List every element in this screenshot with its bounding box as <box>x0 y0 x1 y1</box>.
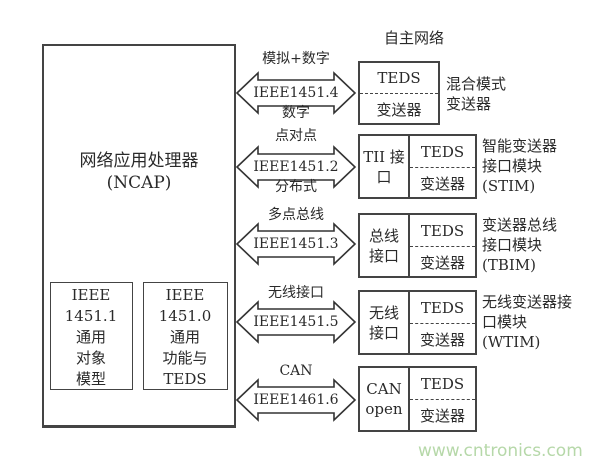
transducer-cell: 变送器 <box>376 101 422 119</box>
teds-cell: TEDS <box>377 69 421 87</box>
module-line: IEEE <box>165 286 205 304</box>
divider <box>408 215 410 276</box>
transducer-cell: 变送器 <box>419 407 465 425</box>
transducer-cell: 变送器 <box>419 254 465 272</box>
link-top-label: 无线接口 <box>268 285 324 301</box>
module-line: IEEE <box>71 286 111 304</box>
divider <box>408 136 410 197</box>
module-line: 对象 <box>75 349 106 367</box>
divider <box>408 368 410 430</box>
link-top-label: 点对点 <box>275 128 317 144</box>
ncap-subtitle: (NCAP) <box>106 173 172 193</box>
link-standard: IEEE1451.2 <box>253 159 339 175</box>
transducer-cell: 变送器 <box>419 331 465 349</box>
autonomous-network-title: 自主网络 <box>384 29 445 47</box>
watermark: www.cntronics.com <box>418 441 583 461</box>
wtim-box: 无线 接口 TEDS 变送器 <box>358 290 477 355</box>
ieee-1451-1-module: IEEE 1451.1 通用 对象 模型 <box>50 282 133 390</box>
module-line: 模型 <box>75 370 106 388</box>
teds-cell: TEDS <box>420 375 465 393</box>
link-standard: IEEE1451.5 <box>253 314 339 330</box>
module-label: 无线变送器接口模块(WTIM) <box>482 293 573 351</box>
module-line: 通用 <box>75 328 106 346</box>
interface-cell: CAN open <box>365 380 403 418</box>
dashed-divider <box>410 167 475 168</box>
module-label: 智能变送器接口模块(STIM) <box>482 137 558 195</box>
dashed-divider <box>410 399 475 400</box>
interface-cell: TII 接口 <box>363 148 405 186</box>
link-bottom-label: 数字 <box>282 105 310 121</box>
mixed-mode-transducer-box: TEDS 变送器 <box>358 61 440 125</box>
transducer-cell: 变送器 <box>419 175 465 193</box>
teds-cell: TEDS <box>420 299 465 317</box>
divider <box>408 292 410 353</box>
ncap-title: 网络应用处理器 <box>79 151 199 171</box>
dashed-divider <box>410 323 475 324</box>
module-line: 1451.1 <box>64 307 118 325</box>
dashed-divider <box>410 246 475 247</box>
link-standard: IEEE1451.3 <box>253 236 339 252</box>
interface-cell: 无线 接口 <box>368 304 399 342</box>
teds-cell: TEDS <box>420 143 465 161</box>
canopen-box: CAN open TEDS 变送器 <box>358 366 477 432</box>
module-label: 混合模式变送器 <box>446 75 507 113</box>
link-standard: IEEE1461.6 <box>253 392 339 408</box>
ieee-1451-0-module: IEEE 1451.0 通用 功能与 TEDS <box>143 282 228 390</box>
module-line: 1451.0 <box>158 307 212 325</box>
link-top-label: 模拟+数字 <box>262 51 330 67</box>
stim-box: TII 接口 TEDS 变送器 <box>358 134 477 199</box>
module-line: TEDS <box>163 370 207 388</box>
link-top-label: 多点总线 <box>268 207 324 223</box>
link-bottom-label: 分布式 <box>275 179 317 195</box>
link-standard: IEEE1451.4 <box>253 85 339 101</box>
teds-cell: TEDS <box>420 222 465 240</box>
tbim-box: 总线 接口 TEDS 变送器 <box>358 213 477 278</box>
module-line: 通用 <box>169 328 200 346</box>
interface-cell: 总线 接口 <box>368 227 399 265</box>
module-line: 功能与 <box>162 349 208 367</box>
dashed-divider <box>360 93 438 94</box>
link-top-label: CAN <box>279 363 313 379</box>
module-label: 变送器总线接口模块(TBIM) <box>482 216 558 274</box>
